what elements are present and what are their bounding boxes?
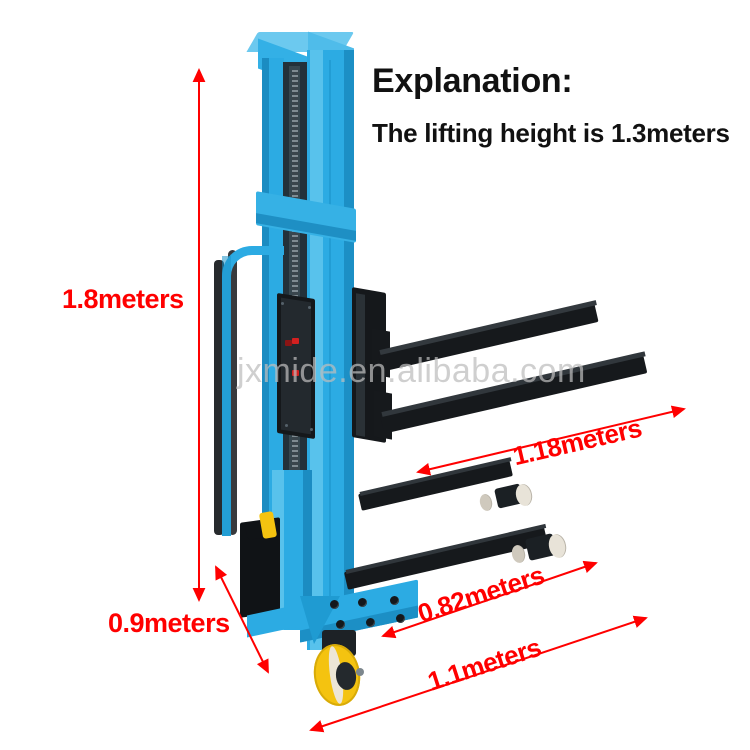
mast-front-rail-seam bbox=[329, 60, 331, 640]
control-box-screw-bl bbox=[285, 424, 288, 427]
control-button-upper bbox=[292, 338, 299, 344]
handle-black-post-right bbox=[228, 250, 237, 535]
arrow-fork-length-top bbox=[416, 405, 686, 476]
mast-rear-rail-shadow bbox=[262, 58, 269, 528]
mast-front-rail-shadow bbox=[344, 50, 354, 650]
base-column-shadow bbox=[303, 470, 312, 630]
base-bolt-2 bbox=[358, 598, 367, 607]
control-box-screw-br bbox=[310, 428, 313, 431]
control-box-screw-tr bbox=[308, 306, 311, 309]
arrow-fork-length-low bbox=[309, 615, 648, 733]
arrow-mast-lowered bbox=[215, 565, 269, 674]
handle-black-post-left bbox=[214, 260, 224, 535]
control-box-screw-tl bbox=[281, 302, 284, 305]
base-bolt-1 bbox=[330, 600, 339, 609]
control-button-lower bbox=[292, 370, 299, 376]
dimension-label-overall-height: 1.8meters bbox=[62, 284, 184, 314]
explanation-line: The lifting height is 1.3meters bbox=[372, 118, 730, 148]
dimension-label-fork-length-top: 1.18meters bbox=[510, 412, 645, 472]
dimension-label-fork-length-mid: 0.82meters bbox=[414, 559, 548, 629]
dimension-label-fork-length-low: 1.1meters bbox=[424, 631, 545, 697]
push-handle-shadow bbox=[222, 256, 231, 536]
explanation-title: Explanation: bbox=[372, 62, 573, 100]
mast-front-rail-highlight bbox=[310, 50, 323, 650]
dimension-label-mast-lowered: 0.9meters bbox=[108, 608, 230, 638]
control-button-upper-left bbox=[285, 340, 292, 346]
watermark-text: jxmide.en.alibaba.com bbox=[237, 352, 586, 390]
